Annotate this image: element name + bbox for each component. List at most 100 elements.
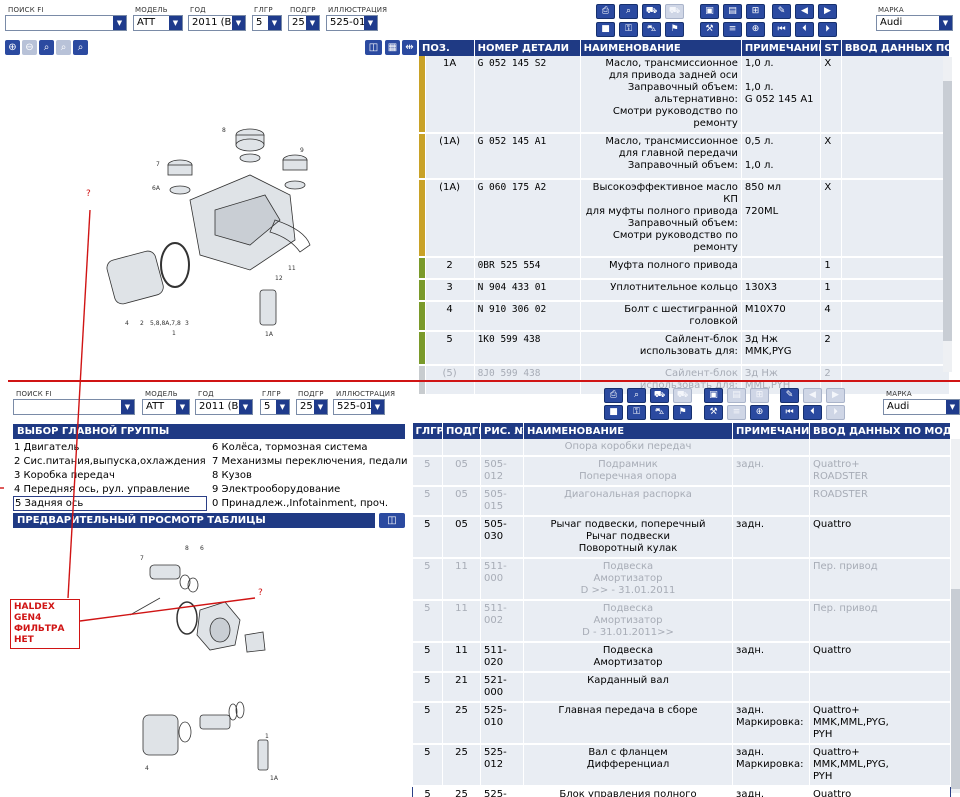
search-part-icon[interactable]: ⌕ xyxy=(627,388,646,403)
print-icon[interactable]: ⎙ xyxy=(604,388,623,403)
illustration-select[interactable]: 525-016▼ xyxy=(333,399,385,415)
vehicle-icon[interactable]: ⛍ xyxy=(650,405,669,420)
expand-icon[interactable]: ⇹ xyxy=(402,40,417,55)
elsa-icon[interactable]: ▣ xyxy=(700,4,719,19)
sub-group-select[interactable]: 25▼ xyxy=(288,15,320,31)
vehicle-icon[interactable]: ⛍ xyxy=(642,22,661,37)
col-figure[interactable]: РИС. № xyxy=(480,423,524,439)
main-group-select[interactable]: 5▼ xyxy=(260,399,290,415)
pin-icon[interactable]: ✎ xyxy=(780,388,799,403)
zoom-in-icon[interactable]: ⊕ xyxy=(5,40,20,55)
col-main-group[interactable]: ГЛГР xyxy=(412,423,443,439)
prev-icon[interactable]: ⏴ xyxy=(803,405,822,420)
car-disabled-icon[interactable]: ⛟ xyxy=(673,388,692,403)
key-icon[interactable]: ⚿ xyxy=(619,22,638,37)
group-item-2[interactable]: 2 Сис.питания,выпуска,охлаждения xyxy=(14,456,206,467)
key-icon[interactable]: ⚿ xyxy=(627,405,646,420)
search-part-icon[interactable]: ⌕ xyxy=(619,4,638,19)
col-part-number[interactable]: НОМЕР ДЕТАЛИ xyxy=(474,40,581,56)
group-item-1[interactable]: 1 Двигатель xyxy=(14,442,80,453)
list-icon[interactable]: ≡ xyxy=(723,22,742,37)
magnifier-icon[interactable]: ⌕ xyxy=(73,40,88,55)
fi-search-select[interactable]: ▼ xyxy=(13,399,135,415)
list-icon[interactable]: ≡ xyxy=(727,405,746,420)
zoom-reset-icon[interactable]: ⌕ xyxy=(56,40,71,55)
col-note[interactable]: ПРИМЕЧАНИЕ xyxy=(732,423,810,439)
col-model-data[interactable]: ВВОД ДАННЫХ ПО МОДЕЛИ xyxy=(809,423,951,439)
brand-select[interactable]: Audi▼ xyxy=(876,15,953,31)
illustration-scrollbar[interactable] xyxy=(951,439,960,793)
forward-icon[interactable]: ▶ xyxy=(818,4,837,19)
model-select[interactable]: ATT▼ xyxy=(133,15,183,31)
brand-select[interactable]: Audi▼ xyxy=(883,399,960,415)
elsa-icon[interactable]: ▣ xyxy=(704,388,723,403)
group-item-0[interactable]: 0 Принадлеж.,Infotainment, проч. xyxy=(212,498,389,509)
col-model-data[interactable]: ВВОД ДАННЫХ ПО МОДЕЛИ xyxy=(841,40,951,56)
col-st[interactable]: ST xyxy=(820,40,842,56)
tools-icon[interactable]: ⚒ xyxy=(704,405,723,420)
col-sub-group[interactable]: ПОДГР xyxy=(442,423,481,439)
split-view-icon[interactable]: ◫ xyxy=(365,40,382,55)
preview-toggle-icon[interactable]: ◫ xyxy=(379,513,405,528)
print-icon[interactable]: ⎙ xyxy=(596,4,615,19)
car-disabled-icon[interactable]: ⛟ xyxy=(665,4,684,19)
next-icon[interactable]: ⏵ xyxy=(818,22,837,37)
car-icon[interactable]: ⛟ xyxy=(650,388,669,403)
group-item-7[interactable]: 7 Механизмы переключения, педали xyxy=(212,456,408,467)
group-item-6[interactable]: 6 Колёса, тормозная система xyxy=(212,442,368,453)
car-icon[interactable]: ⛟ xyxy=(642,4,661,19)
prev-icon[interactable]: ⏴ xyxy=(795,22,814,37)
stop-icon[interactable]: ■ xyxy=(596,22,615,37)
cart-icon[interactable]: ⊞ xyxy=(750,388,769,403)
group-item-9[interactable]: 9 Электрооборудование xyxy=(212,484,341,495)
main-group-select[interactable]: 5▼ xyxy=(252,15,282,31)
group-item-5-selected[interactable]: 5 Задняя ось xyxy=(13,496,207,511)
flag-icon[interactable]: ⚑ xyxy=(665,22,684,37)
first-icon[interactable]: ⏮ xyxy=(780,405,799,420)
model-select[interactable]: ATT▼ xyxy=(142,399,190,415)
zoom-fit-icon[interactable]: ⌕ xyxy=(39,40,54,55)
zoom-out-icon[interactable]: ⊖ xyxy=(22,40,37,55)
tools-icon[interactable]: ⚒ xyxy=(700,22,719,37)
document-icon[interactable]: ▤ xyxy=(727,388,746,403)
illustration-select[interactable]: 525-010▼ xyxy=(326,15,378,31)
table-view-icon[interactable]: ▦ xyxy=(385,40,400,55)
cart-add-icon[interactable]: ⊕ xyxy=(750,405,769,420)
document-icon[interactable]: ▤ xyxy=(723,4,742,19)
year-select[interactable]: 2011 (B)▼ xyxy=(195,399,253,415)
next-icon[interactable]: ⏵ xyxy=(826,405,845,420)
group-item-4[interactable]: 4 Передняя ось, рул. управление xyxy=(14,484,190,495)
sub-group-select[interactable]: 25▼ xyxy=(296,399,328,415)
parts-scrollbar[interactable] xyxy=(943,57,952,372)
flag-icon[interactable]: ⚑ xyxy=(673,405,692,420)
year-select[interactable]: 2011 (B)▼ xyxy=(188,15,246,31)
pin-icon[interactable]: ✎ xyxy=(772,4,791,19)
back-icon[interactable]: ◀ xyxy=(803,388,822,403)
fi-search-select[interactable]: ▼ xyxy=(5,15,127,31)
cart-add-icon[interactable]: ⊕ xyxy=(746,22,765,37)
first-icon[interactable]: ⏮ xyxy=(772,22,791,37)
back-icon[interactable]: ◀ xyxy=(795,4,814,19)
table-row[interactable]: Опора коробки передач xyxy=(412,439,951,457)
col-name[interactable]: НАИМЕНОВАНИЕ xyxy=(523,423,733,439)
group-item-8[interactable]: 8 Кузов xyxy=(212,470,252,481)
col-name[interactable]: НАИМЕНОВАНИЕ xyxy=(580,40,742,56)
stop-icon[interactable]: ■ xyxy=(604,405,623,420)
forward-icon[interactable]: ▶ xyxy=(826,388,845,403)
group-item-3[interactable]: 3 Коробка передач xyxy=(14,470,115,481)
